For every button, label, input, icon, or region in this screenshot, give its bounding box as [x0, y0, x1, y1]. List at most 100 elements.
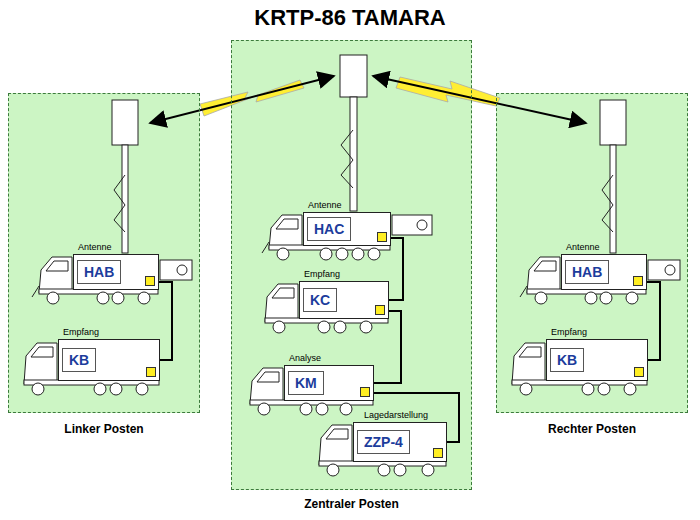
vehicle-role: Antenne — [566, 243, 600, 253]
truck-cab — [250, 368, 283, 404]
diagram-title: KRTP-86 TAMARA — [0, 5, 700, 31]
wheel — [273, 321, 285, 333]
truck-cab — [39, 257, 72, 293]
truck-cab — [265, 284, 298, 322]
vehicle-role: Empfang — [63, 328, 99, 338]
trailer-unit — [392, 215, 432, 235]
panel-ground — [231, 40, 472, 490]
wheel — [258, 403, 270, 415]
data-cable — [159, 282, 172, 360]
mast-brace — [114, 175, 125, 232]
wheel — [316, 403, 328, 415]
antenna-mast — [350, 97, 357, 211]
wheel — [136, 383, 148, 395]
wheel — [422, 464, 434, 476]
wheel — [352, 248, 364, 260]
cable-port — [633, 276, 643, 286]
truck-cab — [319, 425, 352, 465]
vehicle-role: Antenne — [308, 201, 342, 211]
panel-ground — [496, 93, 688, 413]
antenna-panel — [340, 55, 367, 97]
vehicle-code: KC — [303, 288, 337, 313]
post-name: Rechter Posten — [497, 422, 687, 436]
mast-brace — [341, 130, 353, 188]
wheel — [94, 383, 106, 395]
post-panel: Zentraler PostenAntenneHACEmpfangKCAnaly… — [231, 40, 472, 490]
wheel — [277, 248, 289, 260]
vehicle-code: ZZP-4 — [357, 430, 410, 455]
radio-bolt — [396, 77, 500, 106]
wheel — [97, 292, 109, 304]
dozer-blade — [262, 242, 269, 253]
wheel — [360, 321, 372, 333]
antenna-mast — [122, 145, 128, 253]
cab-window — [257, 372, 279, 382]
wheel — [318, 321, 330, 333]
vehicle-role: Empfang — [551, 328, 587, 338]
vehicle-code: KB — [62, 348, 96, 373]
wheel — [327, 464, 339, 476]
trailer-wheel — [177, 265, 187, 275]
vehicle-code: KB — [550, 348, 584, 373]
post-vehicles — [512, 100, 680, 395]
cable-port — [433, 448, 443, 458]
cable-port — [375, 305, 385, 315]
wheel — [47, 292, 59, 304]
vehicle-box: LagedarstellungZZP-4 — [353, 422, 447, 462]
wheel — [368, 248, 380, 260]
truck-cab — [24, 343, 57, 384]
vehicle-role: Empfang — [304, 270, 340, 280]
wheel — [394, 464, 406, 476]
wheel — [300, 403, 312, 415]
vehicle-role: Lagedarstellung — [364, 411, 428, 421]
wheel — [340, 403, 352, 415]
post-panel: Rechter PostenAntenneHABEmpfangKB — [496, 93, 688, 413]
vehicle-box: EmpfangKC — [299, 281, 389, 319]
vehicle-box: AntenneHAB — [73, 254, 159, 290]
panel-ground — [8, 93, 200, 413]
vehicle-role: Analyse — [289, 354, 321, 364]
post-panel: Linker PostenAntenneHABEmpfangKB — [8, 93, 200, 413]
data-cable — [647, 282, 660, 360]
trailer-unit — [160, 260, 192, 280]
vehicle-box: AntenneHAB — [561, 254, 647, 290]
vehicle-code: HAB — [565, 260, 609, 285]
cable-port — [145, 276, 155, 286]
vehicle-box: EmpfangKB — [546, 339, 648, 381]
data-cable — [374, 311, 401, 383]
wheel — [334, 321, 346, 333]
cab-window — [276, 219, 298, 229]
vehicle-box: AnalyseKM — [284, 365, 374, 401]
trailer-wheel — [417, 220, 427, 230]
radio-bolt — [200, 80, 304, 116]
vehicle-role: Antenne — [78, 243, 112, 253]
data-cable — [389, 238, 403, 300]
wheel — [378, 464, 390, 476]
post-name: Linker Posten — [9, 422, 199, 436]
post-vehicles — [24, 100, 192, 395]
vehicle-code: HAC — [307, 217, 351, 242]
cable-port — [146, 367, 156, 377]
wheel — [138, 292, 150, 304]
vehicle-code: HAB — [77, 260, 121, 285]
cable-port — [360, 387, 370, 397]
wheel — [336, 248, 348, 260]
post-name: Zentraler Posten — [232, 497, 471, 511]
radio-link-arrow — [150, 76, 334, 123]
truck-cab — [269, 215, 302, 249]
antenna-panel — [112, 100, 138, 145]
wheel — [320, 248, 332, 260]
cable-port — [634, 367, 644, 377]
wheel — [112, 292, 124, 304]
wheel — [32, 383, 44, 395]
radio-link-arrow — [373, 76, 586, 123]
wheel — [110, 383, 122, 395]
cab-window — [31, 347, 53, 357]
cab-window — [46, 261, 68, 271]
vehicle-code: KM — [288, 371, 324, 396]
cab-window — [272, 288, 294, 298]
vehicle-box: AntenneHAC — [303, 212, 391, 246]
dozer-blade — [32, 286, 39, 297]
cable-port — [377, 232, 387, 242]
